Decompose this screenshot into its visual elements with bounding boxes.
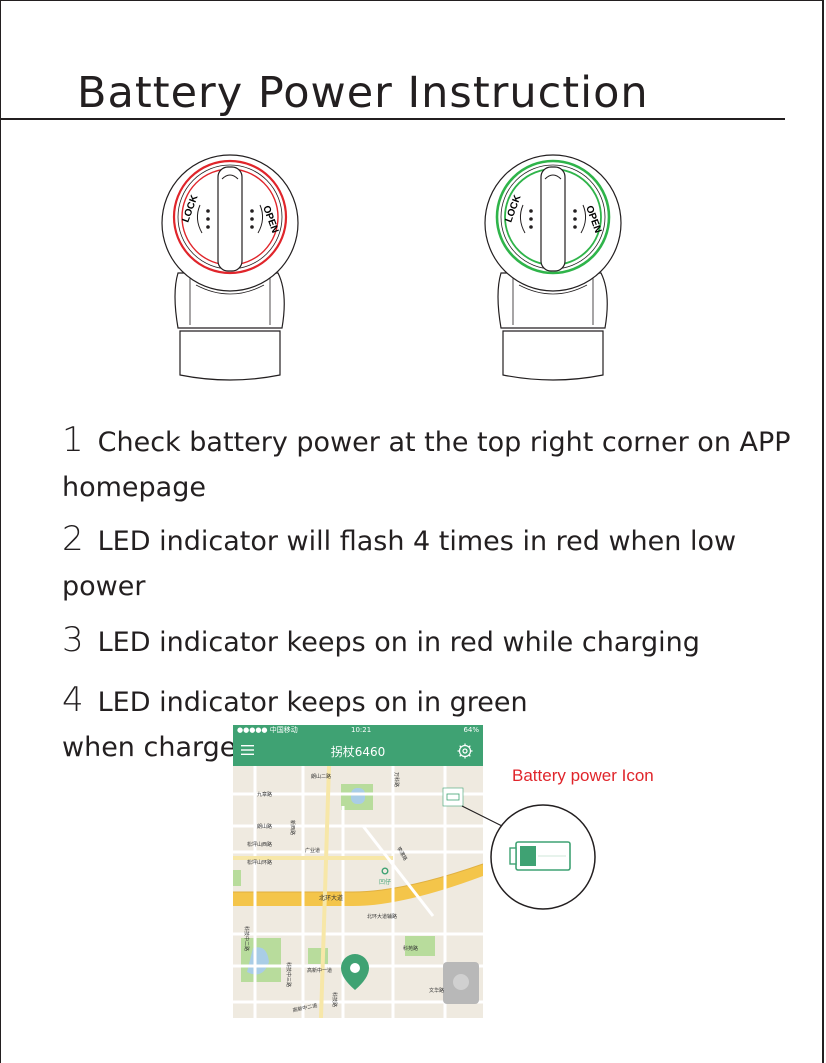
map-label: 万科路 xyxy=(393,772,400,787)
device-red-illustration: LOCK OPEN xyxy=(161,154,299,381)
device-green-illustration: LOCK OPEN xyxy=(484,154,622,381)
map-label: 科技中三路 xyxy=(285,962,292,987)
gear-icon[interactable] xyxy=(457,743,473,759)
instruction-number: 3 xyxy=(62,620,84,660)
frame-right-border xyxy=(822,0,824,1063)
frame-left-border xyxy=(0,0,1,1063)
instruction-text: LED indicator will flash 4 times in red … xyxy=(62,526,737,602)
map-label: 新西路 xyxy=(289,820,296,835)
carrier-label: ●●●●● 中国移动 xyxy=(237,726,298,734)
instruction-number: 1 xyxy=(62,420,84,460)
map-label: 朗山路 xyxy=(257,823,272,830)
instruction-text: LED indicator keeps on in green when cha… xyxy=(62,687,528,763)
map-label: 广业道 xyxy=(305,847,320,854)
page-title: Battery Power Instruction xyxy=(77,68,649,118)
map-label: 科苑路 xyxy=(403,945,418,952)
status-time: 10:21 xyxy=(351,726,372,734)
map-label: 北环大道辅路 xyxy=(367,913,397,920)
device-red-led: LOCK OPEN xyxy=(160,153,300,383)
frame-top-border xyxy=(0,0,822,1)
map-label: 科技路 xyxy=(331,992,338,1007)
instruction-text: LED indicator keeps on in red while char… xyxy=(97,627,700,658)
map-label: 九章路 xyxy=(257,791,272,798)
map-label: 科技中二路 xyxy=(243,926,250,951)
instruction-3: 3 LED indicator keeps on in red while cha… xyxy=(62,618,792,665)
map-label: 松坪山西路 xyxy=(247,841,272,848)
app-header: 拐杖6460 xyxy=(233,736,483,766)
instruction-number: 4 xyxy=(62,680,84,720)
menu-icon[interactable] xyxy=(241,744,254,756)
map-label: 北环大道 xyxy=(319,894,343,902)
instruction-text: Check battery power at the top right cor… xyxy=(62,427,791,503)
map-label: 文华路 xyxy=(429,987,444,994)
title-divider xyxy=(0,118,785,120)
map-canvas: 北环大道 北环大道辅路 高新中一道 高新中二道 九章路 朗山路 朗山二路 松坪山… xyxy=(233,765,483,1018)
app-title: 拐杖6460 xyxy=(330,745,386,759)
battery-icon xyxy=(509,841,571,871)
map-label: 松坪山环路 xyxy=(247,859,272,866)
map-label: 朗山二路 xyxy=(311,773,331,780)
status-bar: ●●●●● 中国移动 10:21 64% xyxy=(233,725,483,736)
battery-status: 64% xyxy=(463,726,479,734)
app-screenshot: ●●●●● 中国移动 10:21 64% 拐杖6460 xyxy=(233,725,483,1018)
battery-icon-callout-label: Battery power Icon xyxy=(512,766,654,785)
map-view[interactable]: 北环大道 北环大道辅路 高新中一道 高新中二道 九章路 朗山路 朗山二路 松坪山… xyxy=(233,765,483,1018)
instruction-number: 2 xyxy=(62,519,84,559)
battery-icon-callout xyxy=(461,804,596,910)
map-poi-label: 凹仔 xyxy=(379,878,391,886)
map-label: 高新中一道 xyxy=(307,967,332,974)
device-green-led: LOCK OPEN xyxy=(483,153,623,383)
